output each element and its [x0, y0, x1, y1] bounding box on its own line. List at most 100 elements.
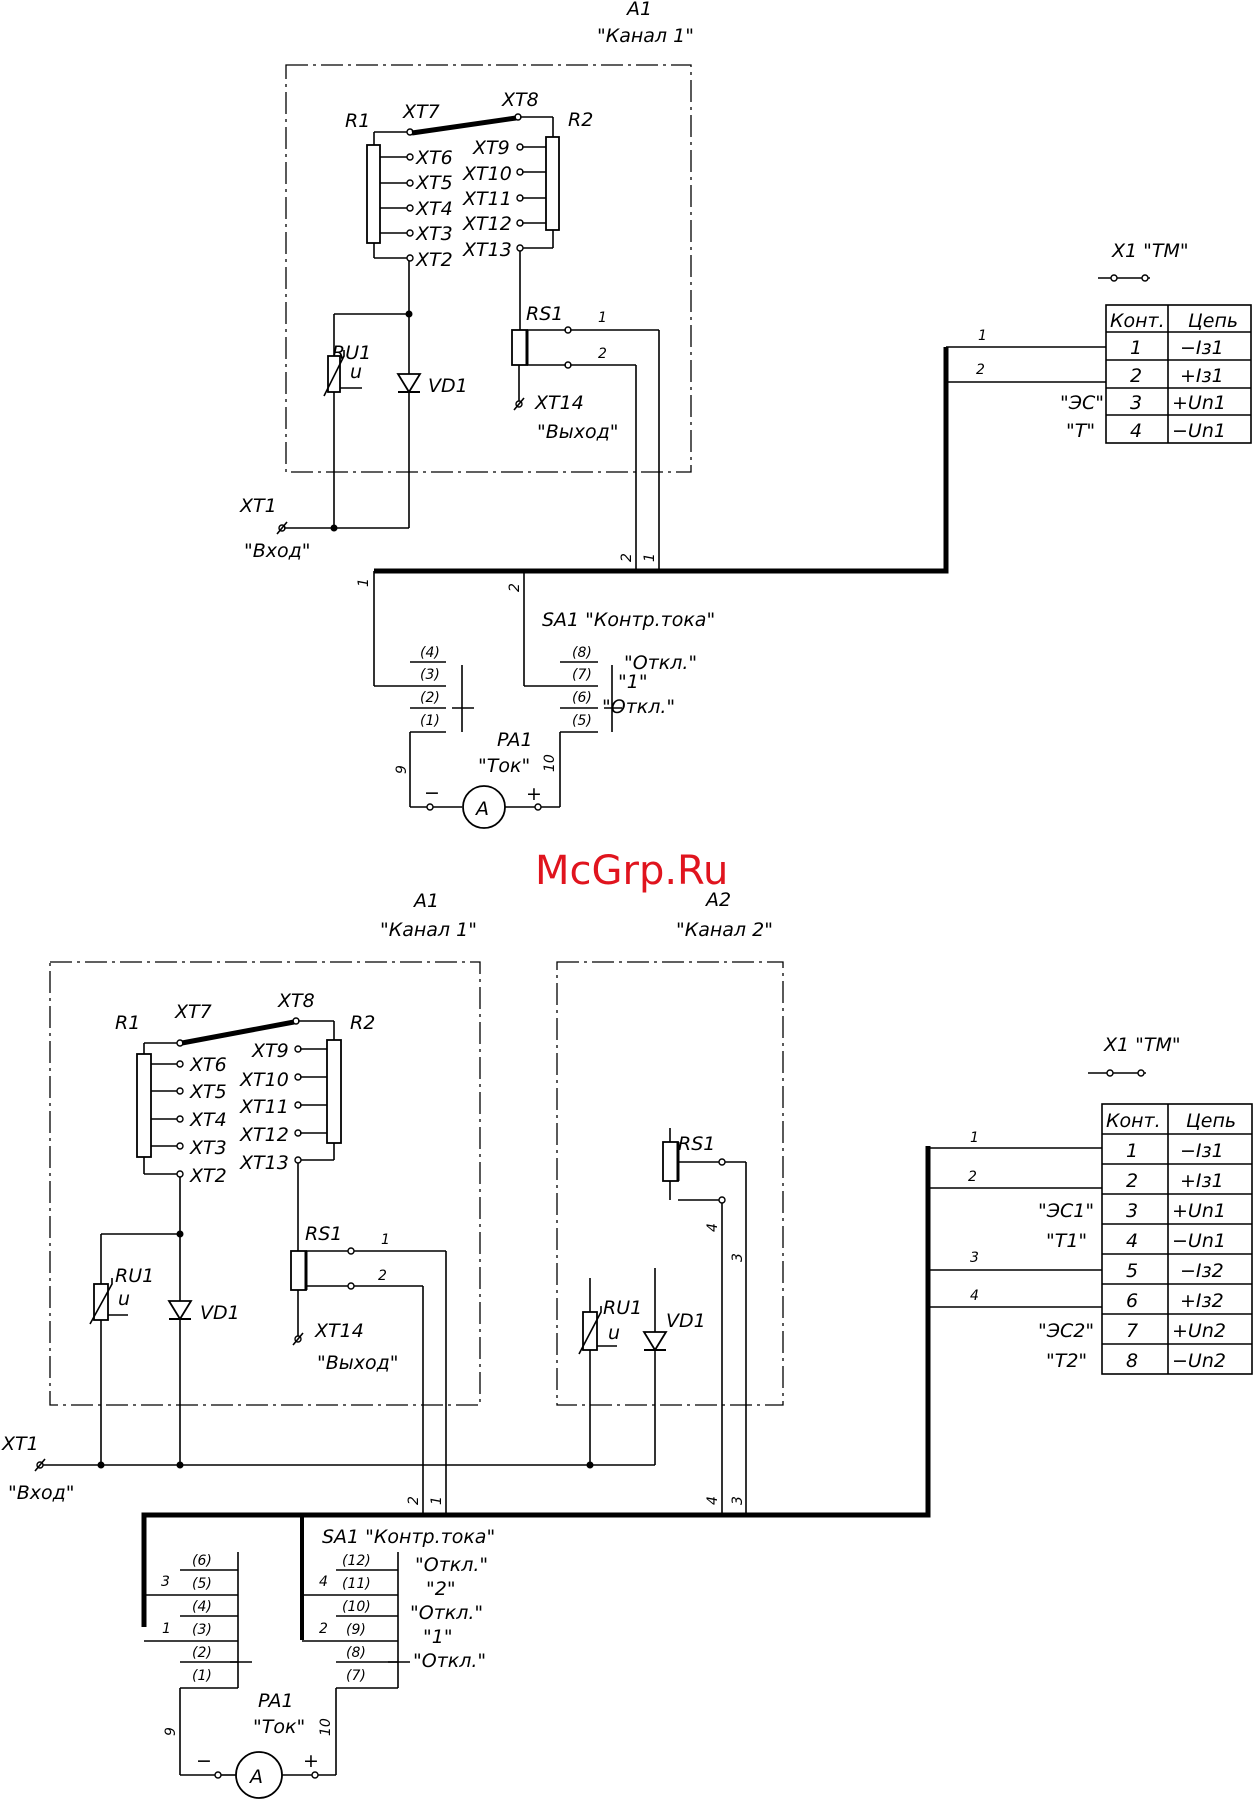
d1-pa1-name: "Ток" [478, 755, 530, 777]
svg-text:(3): (3) [192, 1622, 212, 1638]
d2-x1-wire-2: 2 [968, 1169, 977, 1185]
d2-row-2-c: +Iз1 [1180, 1170, 1224, 1192]
d1-r2-taps [516, 143, 554, 252]
d2-r2-resistor [326, 1039, 342, 1144]
d2-a2-boundary [556, 961, 784, 1406]
d1-row-1-c: −Iз1 [1180, 337, 1224, 359]
d2-xt2: XT2 [189, 1165, 227, 1187]
d2-xt3: XT3 [189, 1137, 227, 1159]
d2-row-5-c: −Iз2 [1180, 1260, 1224, 1282]
d2-x1-wire-4: 4 [970, 1288, 979, 1304]
d2-a2-rs1-relay [662, 1141, 679, 1182]
svg-text:(1): (1) [420, 713, 440, 729]
d2-xt10: XT10 [239, 1069, 289, 1091]
d1-vd1-label: VD1 [428, 375, 468, 397]
d2-x1-wire-3: 3 [970, 1250, 979, 1266]
d2-r2-label: R2 [350, 1012, 375, 1034]
d2-row-3-c: +Un1 [1172, 1200, 1226, 1222]
d1-sa1-label: SA1 "Контр.тока" [542, 609, 715, 631]
d2-pa-wire-10: 10 [318, 1718, 334, 1736]
d2-ru1-u: u [118, 1288, 130, 1310]
d1-xt3: XT3 [415, 223, 453, 245]
svg-text:(1): (1) [192, 1668, 212, 1684]
d2-sa-wire-2: 2 [319, 1621, 328, 1637]
d1-xt11: XT11 [462, 188, 512, 210]
d2-th-cep: Цепь [1186, 1110, 1236, 1132]
d2-minus: − [196, 1750, 212, 1772]
d2-sw-pos-5: "Откл." [413, 1650, 486, 1672]
svg-text:(8): (8) [572, 645, 592, 661]
d2-a2-label: A2 [704, 889, 731, 911]
d2-vd1-diode [167, 1300, 193, 1321]
d2-rs1-wire-2: 2 [378, 1268, 387, 1284]
d2-rs1-relay [290, 1250, 307, 1291]
d2-row-4-c: −Un1 [1172, 1230, 1226, 1252]
d1-switch-right: (8) (7) (6) (5) [560, 645, 622, 732]
d1-row-2-c: +Iз1 [1180, 365, 1224, 387]
d2-a2-ru1-varistor [582, 1311, 598, 1351]
d1-xt5: XT5 [415, 172, 453, 194]
d1-ammeter-a: A [474, 798, 489, 820]
svg-text:(8): (8) [346, 1645, 366, 1661]
d1-bus-wire-2: 2 [619, 553, 635, 562]
d1-x1-wire-1: 1 [978, 328, 987, 344]
d2-rs1-label: RS1 [305, 1223, 342, 1245]
d1-xt2: XT2 [415, 249, 453, 271]
svg-text:(2): (2) [420, 690, 440, 706]
d2-xt13: XT13 [239, 1152, 289, 1174]
d2-xt12: XT12 [239, 1124, 289, 1146]
d1-jumper-xt7-xt8 [411, 115, 517, 136]
d2-ru1-varistor [93, 1283, 109, 1321]
d2-sa-wire-1: 1 [162, 1621, 171, 1637]
d2-row-8-c: −Un2 [1172, 1350, 1226, 1372]
d1-xt8: XT8 [501, 89, 539, 111]
d2-row-5-k: 5 [1126, 1260, 1138, 1282]
d2-a2-vd1-diode [642, 1331, 668, 1352]
d2-rs1-wire-1: 1 [381, 1232, 390, 1248]
d2-sw-pos-1: "Откл." [415, 1554, 488, 1576]
d2-bus-wire-2: 2 [406, 1496, 422, 1505]
svg-text:(7): (7) [346, 1668, 366, 1684]
d1-a1-label: A1 [625, 0, 652, 20]
d2-x1-title: X1 "ТМ" [1103, 1034, 1181, 1056]
svg-text:(9): (9) [346, 1622, 366, 1638]
svg-text:(12): (12) [342, 1553, 371, 1569]
d1-xt13: XT13 [462, 239, 512, 261]
d1-pa-wire-10: 10 [542, 754, 558, 772]
d2-switch-right: (12) (11) (10) (9) (8) (7) [336, 1552, 410, 1688]
d2-a1-name: "Канал 1" [380, 919, 477, 941]
d2-x1-table [1101, 1103, 1253, 1375]
d1-rs1-wire-2: 2 [598, 346, 607, 362]
d1-plus: + [526, 783, 542, 805]
d2-xt14-name: "Выход" [317, 1352, 399, 1374]
d1-sw-pos-3: "Откл." [602, 696, 675, 718]
d2-r1-taps [143, 1060, 184, 1178]
d1-row-3-c: +Un1 [1172, 392, 1226, 414]
d1-ru1-u: u [350, 361, 362, 383]
d2-xt7: XT7 [174, 1001, 212, 1023]
d1-rs1-label: RS1 [526, 303, 563, 325]
d2-a2-bus-wire-3: 3 [730, 1496, 746, 1505]
d2-r1-resistor [136, 1053, 152, 1158]
d1-x1-title: X1 "ТМ" [1111, 240, 1189, 262]
d2-row-6-c: +Iз2 [1180, 1290, 1224, 1312]
d2-a2-wire-4: 4 [705, 1223, 721, 1232]
d1-th-cep: Цепь [1188, 310, 1238, 332]
d2-pa1-name: "Ток" [253, 1716, 305, 1738]
d2-a2-vd1-label: VD1 [666, 1310, 706, 1332]
d1-xt1: XT1 [239, 495, 277, 517]
d1-pa-wire-9: 9 [394, 765, 410, 774]
d1-rs1-wire-1: 1 [598, 310, 607, 326]
d1-th-kont: Конт. [1110, 310, 1165, 332]
d1-a1-name: "Канал 1" [597, 25, 694, 47]
d1-row-1-k: 1 [1130, 337, 1142, 359]
d1-row-4-c: −Un1 [1172, 420, 1226, 442]
d2-sa-wire-3: 3 [161, 1574, 170, 1590]
diagram-1: A1 "Канал 1" R1 XT6 XT5 XT4 XT3 XT2 XT7 … [239, 0, 1252, 829]
d2-row-2-k: 2 [1126, 1170, 1138, 1192]
d1-r1-taps [373, 153, 414, 262]
d1-bus-wire-1: 1 [642, 553, 658, 562]
d2-sw-pos-3: "Откл." [410, 1602, 483, 1624]
d2-x1-wire-1: 1 [970, 1130, 979, 1146]
